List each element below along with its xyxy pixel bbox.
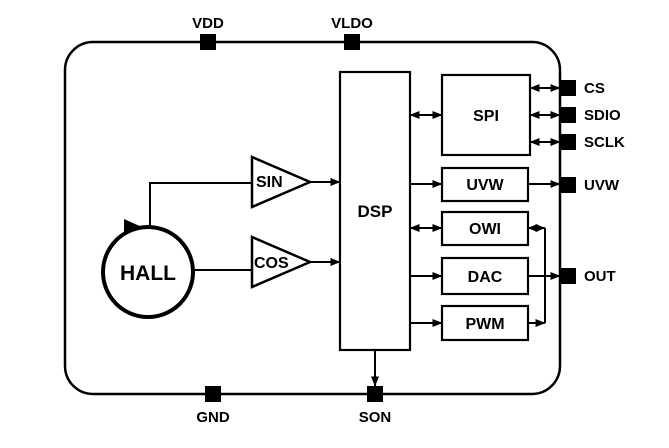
pin-gnd: [205, 386, 221, 402]
sin-label: SIN: [256, 174, 283, 191]
chip-outline: [63, 40, 562, 396]
dsp-block: [338, 70, 412, 352]
pin-vldo: [344, 34, 360, 50]
wire-hall-to-sin: [149, 182, 252, 227]
pin-vdd-label: VDD: [192, 15, 224, 32]
spi-label: SPI: [473, 108, 499, 125]
dac-block: [440, 256, 530, 296]
pin-uvw: [560, 177, 576, 193]
pin-gnd-label: GND: [196, 409, 230, 426]
uvw-block: [440, 166, 530, 203]
owi-label: OWI: [469, 221, 501, 238]
pin-cs: [560, 80, 576, 96]
pin-son: [367, 386, 383, 402]
pin-sdio: [560, 107, 576, 123]
dsp-label: DSP: [358, 202, 393, 221]
pwm-label: PWM: [465, 316, 504, 333]
rotation-arrow-icon: [124, 219, 142, 235]
hall-block-label: HALL: [120, 262, 176, 285]
pwm-block: [440, 304, 530, 342]
pin-vldo-label: VLDO: [331, 15, 373, 32]
spi-block: [440, 73, 532, 157]
pin-out-label: OUT: [584, 268, 616, 285]
hall-circle: [101, 225, 195, 319]
uvw-block-label: UVW: [466, 177, 504, 194]
cos-label: COS: [254, 255, 289, 272]
pin-out: [560, 268, 576, 284]
pin-sclk-label: SCLK: [584, 134, 625, 151]
pin-son-label: SON: [359, 409, 392, 426]
pin-uvw-label: UVW: [584, 177, 620, 194]
pin-cs-label: CS: [584, 80, 605, 97]
pin-sdio-label: SDIO: [584, 107, 621, 124]
cos-amplifier: [250, 235, 314, 289]
dac-label: DAC: [468, 269, 503, 286]
pin-sclk: [560, 134, 576, 150]
pin-vdd: [200, 34, 216, 50]
